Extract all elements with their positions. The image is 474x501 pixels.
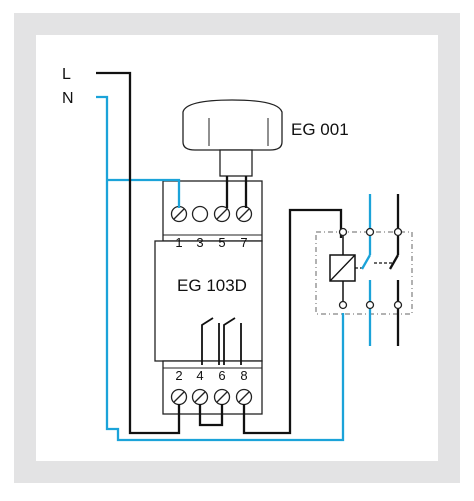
relay-housing (315, 231, 413, 315)
top-terminal-labels: 1 3 5 7 (175, 235, 247, 250)
line-wires (96, 71, 400, 435)
normally-open-contact-icon (361, 236, 400, 302)
empty-terminal-icon (191, 205, 209, 223)
neutral-label: N (62, 90, 74, 107)
switch-name-label: EG 103D (177, 276, 247, 295)
bottom-terminal-labels: 2 4 6 8 (175, 368, 247, 383)
light-sensor-knob-icon (182, 99, 283, 177)
sensor-name-label: EG 001 (291, 120, 349, 139)
terminal-label: 5 (218, 235, 225, 250)
terminal-label: 6 (218, 368, 225, 383)
terminal-label: 2 (175, 368, 182, 383)
top-terminals (170, 205, 253, 223)
line-label: L (62, 66, 71, 83)
terminal-label: 7 (240, 235, 247, 250)
terminal-label: 1 (175, 235, 182, 250)
bottom-terminals (170, 388, 253, 406)
relay-terminal-dots (338, 227, 403, 310)
terminal-label: 8 (240, 368, 247, 383)
terminal-label: 3 (196, 235, 203, 250)
internal-contacts (201, 317, 242, 365)
terminal-label: 4 (196, 368, 203, 383)
